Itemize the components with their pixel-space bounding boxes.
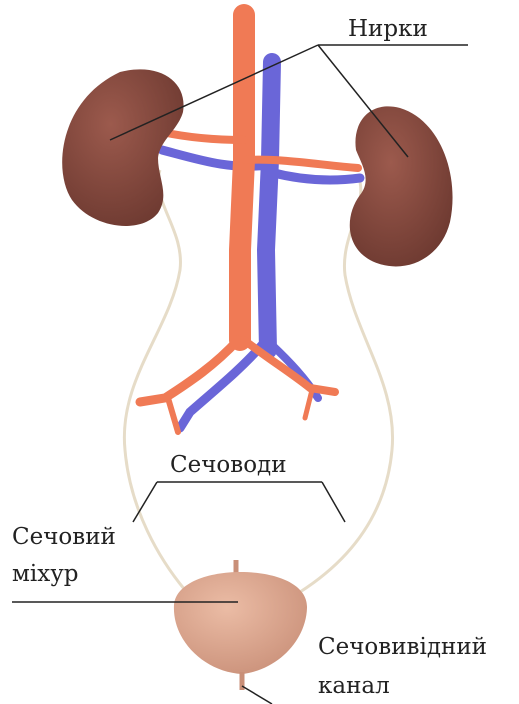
right-iliac-branch xyxy=(305,390,312,418)
bladder-body xyxy=(174,572,307,674)
left-iliac-artery xyxy=(140,340,238,402)
label-ureters: Сечоводи xyxy=(170,450,287,480)
urethra-leader xyxy=(242,686,272,704)
label-kidneys: Нирки xyxy=(348,14,428,44)
left-iliac-branch xyxy=(168,398,178,432)
label-bladder-line1: Сечовий xyxy=(12,522,116,552)
label-bladder-line2: міхур xyxy=(12,559,78,589)
right-kidney xyxy=(350,106,453,266)
vena-cava-trunk xyxy=(266,62,272,350)
ureters-leader-right xyxy=(322,482,345,522)
left-ureter xyxy=(124,170,185,590)
vena-cava xyxy=(162,62,360,428)
right-renal-vein xyxy=(270,172,360,180)
label-urethra-line1: Сечовивідний xyxy=(318,632,487,662)
aorta-trunk xyxy=(240,15,244,340)
left-renal-artery xyxy=(162,132,244,140)
bladder xyxy=(174,560,307,690)
label-urethra-line2: канал xyxy=(318,671,390,701)
